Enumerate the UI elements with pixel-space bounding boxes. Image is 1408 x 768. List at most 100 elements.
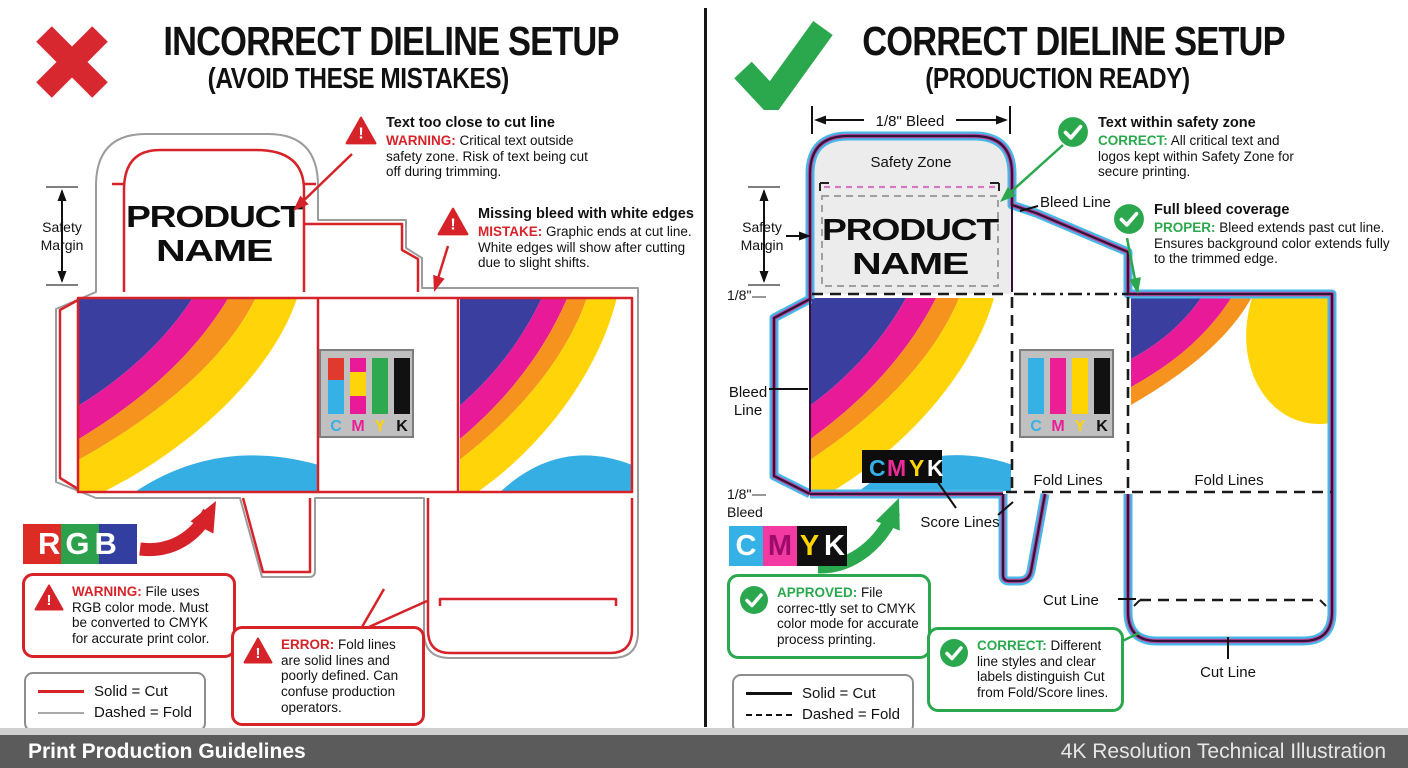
approved-box: APPROVED: File correc-ttly set to CMYK c… [727, 574, 931, 659]
warning-triangle-icon: ! [345, 116, 377, 150]
correct-body: Different line styles and clear labels d… [977, 638, 1109, 700]
warning-triangle-icon: ! [437, 207, 469, 241]
warning-body: File uses RGB color mode. Must be conver… [72, 584, 210, 646]
svg-text:!: ! [358, 126, 363, 143]
panel-divider [704, 8, 707, 727]
cmyk-chip-k: K [822, 526, 847, 566]
swatch-letter-c: C [1030, 418, 1042, 435]
left-subtitle: (AVOID THESE MISTAKES) [207, 63, 509, 95]
warning-lead: WARNING: [72, 584, 142, 599]
cmyk-chip-m: M [763, 526, 797, 566]
svg-text:!: ! [47, 592, 52, 609]
fold-lines [812, 292, 1332, 607]
cmyk-chip: C M Y K [729, 526, 847, 566]
safety-zone-label: Safety Zone [871, 154, 952, 171]
eighth-inch-label: 1/8" [727, 287, 751, 303]
check-circle-icon [939, 638, 969, 673]
svg-text:!: ! [256, 645, 261, 662]
callout-text-too-close: ! Text too close to cut line WARNING: Cr… [345, 115, 591, 180]
right-subtitle: (PRODUCTION READY) [924, 63, 1190, 95]
right-dieline: C M Y K C M Y K Safety Zone PRODUCT NAME [769, 131, 1337, 646]
fold-lines-left-label: Fold Lines [1033, 472, 1102, 489]
tag-letter-c: C [869, 455, 886, 481]
footer-left-text: Print Production Guidelines [28, 739, 306, 763]
swatch-letter-k: K [396, 418, 408, 435]
safety-margin-label-line1: Safety [42, 219, 82, 235]
rgb-chip-label: RGB [38, 526, 122, 561]
dashed-fold-label: Dashed = Fold [802, 706, 900, 723]
bleed-line-left-label-line1: Bleed [729, 384, 767, 401]
left-legend: Solid = Cut Dashed = Fold [24, 672, 206, 732]
rgb-warning-box: ! WARNING: File uses RGB color mode. Mus… [22, 573, 236, 658]
bleed-dimension [811, 106, 1011, 134]
callout-text-within-safety: Text within safety zone CORRECT: All cri… [1057, 115, 1298, 180]
eighth-bleed-label-line1: 1/8" [727, 486, 751, 502]
error-body: Fold lines are solid lines and poorly de… [281, 637, 399, 715]
safety-margin-dimension [46, 186, 78, 286]
solid-cut-label: Solid = Cut [94, 683, 168, 700]
footer-bar: Print Production Guidelines 4K Resolutio… [0, 735, 1408, 768]
bleed-line-top-label: Bleed Line [1040, 194, 1111, 211]
fold-lines-right-label: Fold Lines [1194, 472, 1263, 489]
left-dieline: C M Y K PRODUCT NAME Safety Margin [41, 133, 639, 659]
product-name-line1: PRODUCT [126, 199, 303, 234]
swatch-letter-m: M [1051, 418, 1064, 435]
rgb-chip: RGB [23, 524, 137, 564]
safety-margin-label-line2: Margin [741, 237, 784, 253]
check-icon [733, 18, 833, 119]
bleed-outline [769, 131, 1337, 646]
tag-letter-m: M [887, 455, 906, 481]
callout-body: Bleed extends past cut line. Ensures bac… [1154, 219, 1390, 267]
callout-title: Text within safety zone [1098, 115, 1256, 131]
product-name-line2: NAME [852, 246, 968, 281]
callout-title: Missing bleed with white edges [478, 206, 694, 222]
red-cut-lines [58, 148, 634, 655]
score-lines-label: Score Lines [920, 514, 999, 531]
cmyk-swatch-correct: C M Y K [1019, 349, 1114, 438]
cmyk-chip-y: Y [797, 526, 822, 566]
right-title: CORRECT DIELINE SETUP [862, 18, 1285, 64]
fold-error-box: ! ERROR: Fold lines are solid lines and … [231, 626, 425, 727]
swatch-letter-c: C [330, 418, 342, 435]
product-name-line1: PRODUCT [822, 212, 999, 247]
bleed-dimension-label: 1/8" Bleed [876, 113, 945, 130]
swatch-letter-k: K [1096, 418, 1108, 435]
cmyk-swatch-wrong: C M Y K [319, 349, 414, 438]
right-header: CORRECT DIELINE SETUP (PRODUCTION READY) [822, 18, 1292, 96]
svg-text:!: ! [450, 217, 455, 234]
swatch-letter-m: M [351, 418, 364, 435]
dashed-fold-label: Dashed = Fold [94, 704, 192, 721]
tag-letter-y: Y [909, 455, 924, 481]
eighth-bleed-label-line2: Bleed [727, 504, 763, 520]
error-lead: ERROR: [281, 637, 335, 652]
solid-cut-label: Solid = Cut [802, 685, 876, 702]
solid-cut-sample [38, 690, 84, 693]
swatch-letter-y: Y [1075, 418, 1086, 435]
right-legend: Solid = Cut Dashed = Fold [732, 674, 914, 734]
left-title: INCORRECT DIELINE SETUP [163, 18, 619, 64]
callout-title: Full bleed coverage [1154, 202, 1290, 218]
x-icon [32, 22, 112, 107]
correct-box: CORRECT: Different line styles and clear… [927, 627, 1124, 712]
safety-margin-label-line1: Safety [742, 219, 782, 235]
flap-corner-notches [819, 182, 1000, 191]
callout-body: All critical text and logos kept within … [1098, 132, 1294, 180]
warning-triangle-icon: ! [243, 637, 273, 669]
callout-lead: PROPER: [1154, 219, 1216, 235]
cut-line-bottom-label: Cut Line [1200, 664, 1256, 681]
cut-line-top-label: Cut Line [1043, 592, 1099, 609]
warning-triangle-icon: ! [34, 584, 64, 616]
approved-body: File correc-ttly set to CMYK color mode … [777, 585, 919, 647]
safety-margin-label-line2: Margin [41, 237, 84, 253]
callout-title: Text too close to cut line [386, 115, 555, 131]
left-annotations [139, 153, 450, 629]
solid-cut-sample [746, 692, 792, 695]
approved-lead: APPROVED: [777, 585, 858, 600]
callout-body: Graphic ends at cut line. White edges wi… [478, 223, 692, 271]
safety-zone-fill [810, 136, 1012, 294]
left-header: INCORRECT DIELINE SETUP (AVOID THESE MIS… [120, 18, 619, 96]
check-circle-icon [1057, 116, 1089, 153]
safety-margin-dashed-box [821, 195, 999, 287]
footer-right-text: 4K Resolution Technical Illustration [1060, 739, 1386, 763]
